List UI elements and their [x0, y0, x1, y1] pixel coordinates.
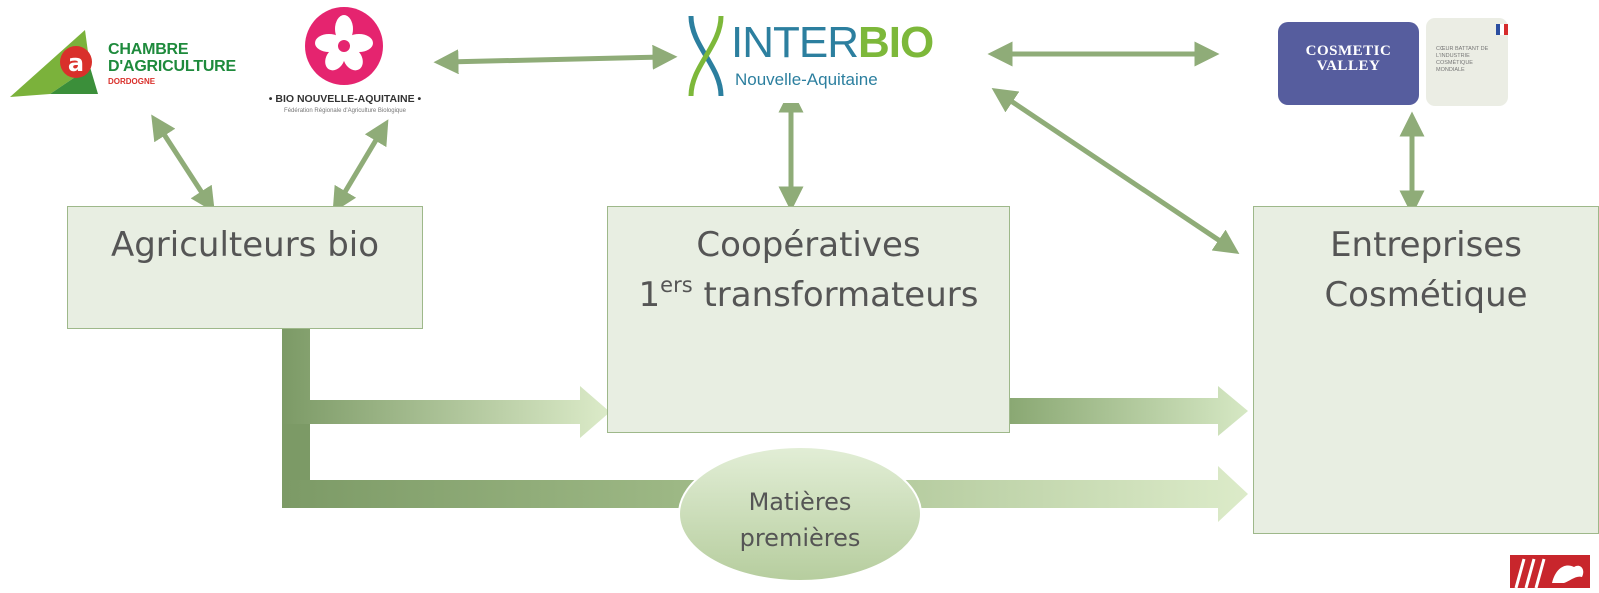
region-emblem-logo: [1510, 555, 1590, 589]
entreprises-cosmetique-box: Entreprises Cosmétique: [1253, 206, 1599, 534]
flower-icon: [305, 7, 383, 85]
cooperatives-label-line2: 1ers transformateurs: [608, 270, 1009, 320]
raw-materials-ellipse: [678, 446, 922, 582]
cooperatives-box: Coopératives 1ers transformateurs: [607, 206, 1010, 433]
chambre-leaf-icon: a: [10, 30, 98, 97]
cooperatives-superscript: ers: [660, 272, 693, 297]
coeur-text: CŒUR BATTANT DE L'INDUSTRIE COSMÉTIQUE M…: [1436, 46, 1489, 73]
chambre-agriculture-logo: a CHAMBRE D'AGRICULTURE DORDOGNE: [10, 22, 250, 102]
raw-materials-label: Matières premières: [680, 484, 920, 552]
chambre-line1: CHAMBRE: [108, 41, 189, 58]
interbio-name-part2: BIO: [858, 18, 934, 67]
cooperatives-label-line1: Coopératives: [696, 225, 921, 265]
svg-text:a: a: [68, 49, 84, 77]
raw-materials-line2: premières: [739, 524, 861, 552]
interbio-subtitle: Nouvelle-Aquitaine: [735, 70, 878, 89]
bio-line2: Fédération Régionale d'Agriculture Biolo…: [284, 108, 406, 114]
flow-agriculteurs-cooperatives: [282, 329, 610, 438]
coeur-battant-logo: CŒUR BATTANT DE L'INDUSTRIE COSMÉTIQUE M…: [1426, 18, 1508, 106]
cosmetic-line2: VALLEY: [1316, 58, 1381, 74]
arrow-bio-agriculteurs: [332, 119, 389, 213]
raw-materials-line1: Matières: [748, 488, 852, 516]
interbio-name: INTERBIO: [731, 18, 934, 68]
agriculteurs-label: Agriculteurs bio: [110, 225, 380, 265]
cooperatives-prefix: 1: [638, 275, 661, 315]
arrow-chambre-agriculteurs: [151, 114, 215, 213]
entreprises-label-line2: Cosmétique: [1324, 275, 1528, 315]
bio-line1: • BIO NOUVELLE-AQUITAINE •: [268, 93, 422, 105]
interbio-helix-icon: [688, 16, 724, 96]
bio-nouvelle-aquitaine-logo: • BIO NOUVELLE-AQUITAINE • Fédération Ré…: [250, 5, 440, 120]
cooperatives-suffix: transformateurs: [692, 275, 979, 315]
interbio-name-part1: INTER: [731, 18, 859, 67]
region-lion-icon: [1514, 558, 1584, 589]
agriculteurs-bio-box: Agriculteurs bio: [67, 206, 423, 329]
french-flag-icon: [1496, 24, 1508, 35]
interbio-logo: INTERBIO Nouvelle-Aquitaine: [685, 8, 934, 103]
chambre-line3: DORDOGNE: [108, 77, 156, 86]
arrow-bio-interbio: [433, 44, 678, 75]
cosmetic-valley-logo: COSMETIC VALLEY: [1278, 22, 1419, 105]
flow-cooperatives-entreprises: [1010, 386, 1248, 436]
arrow-interbio-entreprises: [991, 88, 1240, 254]
chambre-line2: D'AGRICULTURE: [108, 58, 237, 75]
entreprises-label-line1: Entreprises: [1330, 225, 1522, 265]
cosmetic-line1: COSMETIC: [1305, 43, 1392, 59]
